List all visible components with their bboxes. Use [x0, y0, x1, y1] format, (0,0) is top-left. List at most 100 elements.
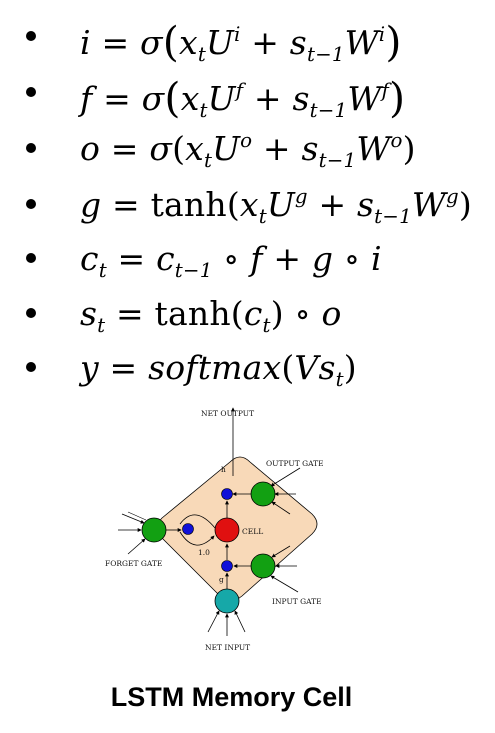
subscript: t	[258, 204, 267, 228]
lstm-cell-diagram: NET OUTPUT h OUTPUT GATE CELL 1.0 FORGET…	[105, 407, 324, 652]
term: x	[179, 23, 198, 62]
formula: i = σ(xtUi + st−1Wi)	[80, 18, 402, 67]
term: c	[156, 239, 175, 278]
superscript: f	[381, 79, 389, 103]
term: U	[206, 23, 235, 62]
lhs: o	[80, 129, 101, 168]
term: U	[207, 79, 236, 118]
subscript: t	[203, 148, 213, 172]
formula: y = softmax(Vst)	[80, 348, 357, 391]
term: s	[289, 23, 307, 62]
term: W	[356, 129, 391, 168]
cell-state-equation: ct = ct−1 ∘ f + g ∘ i	[0, 232, 495, 284]
input-multiplier	[221, 560, 233, 572]
bullet	[26, 308, 36, 318]
net-input-arrow	[234, 610, 246, 633]
lhs: c	[80, 239, 99, 278]
activation-fn: σ	[141, 79, 165, 118]
subscript: t−1	[318, 148, 357, 172]
bullet	[26, 31, 36, 41]
subscript: t	[262, 313, 271, 337]
term: W	[344, 23, 379, 62]
net-input-label: NET INPUT	[205, 643, 250, 652]
superscript: g	[294, 185, 308, 209]
superscript: i	[378, 23, 386, 47]
bullet	[26, 199, 36, 209]
activation-fn: tanh	[154, 294, 231, 333]
formula: f = σ(xtUf + st−1Wf)	[80, 74, 406, 123]
cell-unit	[214, 517, 240, 543]
term: U	[266, 185, 295, 224]
term: c	[243, 294, 263, 333]
term: s	[292, 79, 310, 118]
net-output-label: NET OUTPUT	[201, 409, 254, 418]
net-input-arrow	[207, 610, 220, 633]
superscript: o	[240, 129, 253, 153]
activation-fn: softmax	[148, 348, 282, 387]
term: V	[294, 348, 319, 387]
output-equation: y = softmax(Vst)	[0, 341, 495, 393]
forget-multiplier	[182, 523, 194, 535]
term: W	[347, 79, 382, 118]
formula: o = σ(xtUo + st−1Wo)	[80, 129, 416, 172]
output-multiplier	[221, 488, 233, 500]
lhs: f	[80, 79, 93, 118]
subscript: t−1	[374, 204, 412, 228]
term: o	[321, 294, 342, 333]
input-gate-unit	[250, 553, 276, 579]
term: i	[371, 239, 382, 278]
term: x	[180, 79, 200, 118]
recurrent-loop	[179, 514, 216, 529]
formula: ct = ct−1 ∘ f + g ∘ i	[80, 239, 382, 282]
activation-fn: tanh	[150, 185, 227, 224]
term: x	[185, 129, 204, 168]
term: x	[239, 185, 259, 224]
h-label: h	[221, 465, 226, 474]
superscript: i	[234, 23, 241, 47]
forget-gate-label: FORGET GATE	[105, 559, 162, 568]
subscript: t	[197, 42, 207, 66]
forget-gate-equation: f = σ(xtUf + st−1Wf)	[0, 66, 495, 123]
bullet	[26, 143, 36, 153]
candidate-equation: g = tanh(xtUg + st−1Wg)	[0, 178, 495, 230]
output-gate-unit	[250, 481, 276, 507]
diagram-caption: LSTM Memory Cell	[110, 682, 353, 712]
subscript: t−1	[309, 98, 348, 122]
net-input-unit	[214, 588, 240, 614]
term: U	[212, 129, 241, 168]
input-gate-label: INPUT GATE	[272, 597, 322, 606]
input-gate-input	[271, 545, 291, 558]
formula: st = tanh(ct) ∘ o	[80, 294, 342, 337]
bullet	[26, 253, 36, 263]
superscript: g	[445, 185, 459, 209]
recurrent-loop	[179, 531, 215, 546]
input-gate-equation: i = σ(xtUi + st−1Wi)	[0, 10, 495, 67]
superscript: f	[235, 79, 244, 103]
lhs: s	[80, 294, 98, 333]
subscript: t	[199, 98, 208, 122]
subscript: t	[98, 258, 107, 282]
recurrent-weight-label: 1.0	[198, 548, 210, 557]
term: f	[250, 239, 263, 278]
activation-fn: σ	[149, 129, 173, 168]
output-gate-equation: o = σ(xtUo + st−1Wo)	[0, 122, 495, 174]
output-gate-input	[270, 467, 301, 487]
term: g	[311, 239, 334, 278]
lhs: y	[80, 348, 99, 387]
forget-gate-input	[121, 513, 145, 524]
formula: g = tanh(xtUg + st−1Wg)	[80, 185, 472, 228]
lhs: g	[80, 185, 102, 224]
subscript: t−1	[306, 42, 345, 66]
forget-gate-unit	[141, 517, 167, 543]
lhs: i	[80, 23, 91, 62]
term: W	[411, 185, 446, 224]
output-gate-label: OUTPUT GATE	[266, 459, 324, 468]
hidden-state-equation: st = tanh(ct) ∘ o	[0, 287, 495, 339]
input-gate-input	[270, 575, 299, 593]
subscript: t−1	[174, 258, 213, 282]
subscript: t	[97, 313, 106, 337]
term: s	[357, 185, 375, 224]
subscript: t	[335, 367, 344, 391]
activation-fn: σ	[140, 23, 163, 62]
bullet	[26, 362, 36, 372]
